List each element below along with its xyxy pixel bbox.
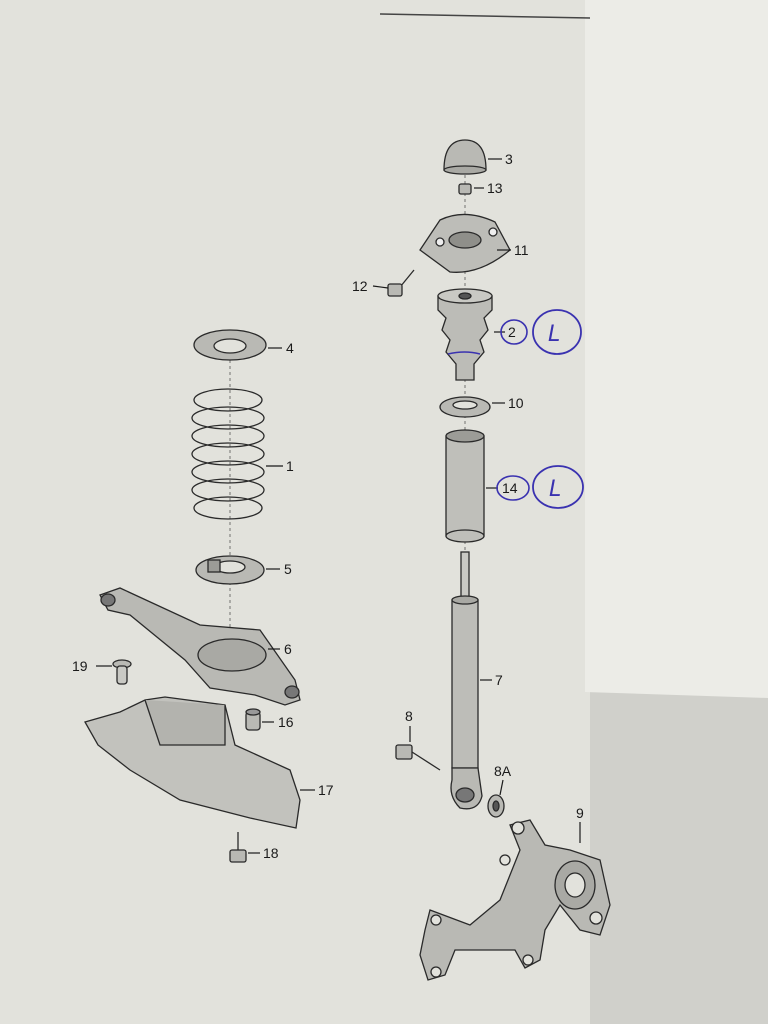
callout-13: 13 (487, 180, 503, 196)
callout-11: 11 (514, 242, 529, 258)
callout-3: 3 (505, 151, 513, 167)
handwritten-mark-2: L (447, 309, 582, 355)
paper-top-edge (379, 13, 591, 19)
callout-4: 4 (286, 340, 294, 356)
part-shock-absorber (450, 551, 483, 810)
part-protective-tube (445, 429, 485, 543)
callout-18: 18 (263, 845, 279, 861)
handwritten-letter-14: L (549, 477, 561, 502)
part-spring-seat-lower (195, 555, 265, 585)
part-bolt-18 (229, 832, 247, 863)
leader-lines (96, 158, 581, 854)
part-nut (458, 183, 472, 195)
part-bump-stop (437, 288, 493, 381)
paper-sheet-main (0, 0, 590, 1024)
part-washer-10 (439, 396, 491, 418)
part-nut-8a (487, 794, 505, 818)
callout-1: 1 (286, 458, 294, 474)
callout-10: 10 (508, 395, 524, 411)
callout-9: 9 (576, 805, 584, 821)
handwritten-mark-14: L (496, 465, 584, 509)
callout-17: 17 (318, 782, 334, 798)
callout-19: 19 (72, 658, 88, 674)
callout-6: 6 (284, 641, 292, 657)
part-cover (84, 696, 301, 829)
callout-12: 12 (352, 278, 368, 294)
part-spring-seat-upper (193, 329, 267, 361)
part-cap (443, 139, 487, 175)
callout-8: 8 (405, 708, 413, 724)
part-bolt-12 (387, 269, 415, 297)
handwritten-letter-2: L (548, 322, 560, 347)
part-coil-spring (191, 388, 265, 520)
callout-8a: 8A (494, 763, 512, 779)
part-bush (245, 708, 261, 731)
part-wheel-bearing-housing (419, 819, 611, 981)
callout-16: 16 (278, 714, 294, 730)
callout-5: 5 (284, 561, 292, 577)
part-clip (112, 659, 132, 685)
part-bolt-8 (395, 744, 441, 771)
callout-2: 2 (508, 324, 516, 340)
callout-7: 7 (495, 672, 503, 688)
callout-14: 14 (502, 480, 518, 496)
part-spring-link (99, 587, 301, 706)
paper-sheet-back (585, 0, 768, 698)
